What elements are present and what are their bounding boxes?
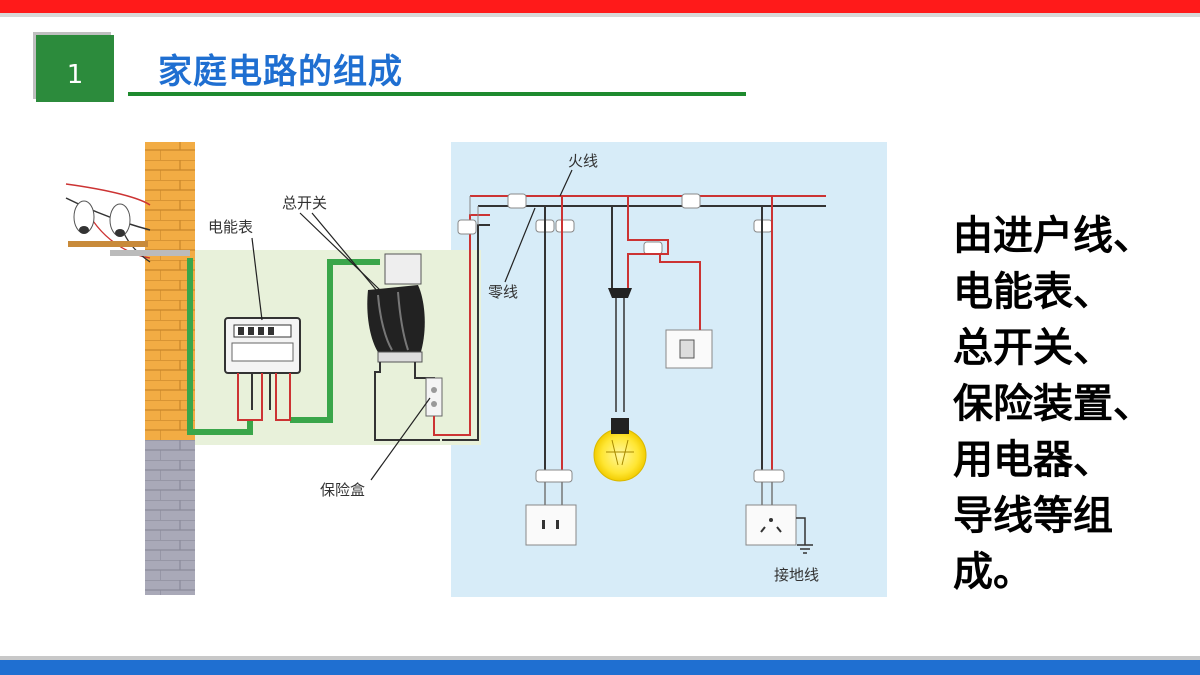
top-red-bar (0, 0, 1200, 17)
fuse-box-label: 保险盒 (320, 481, 365, 499)
description-line: 总开关、 (953, 325, 1113, 371)
meter-to-switch-cable (290, 259, 380, 423)
description-line: 由进户线、 (953, 213, 1153, 259)
main-switch-label: 总开关 (282, 194, 327, 212)
description-text: 由进户线、 电能表、 总开关、 保险装置、 用电器、 导线等组 成。 (953, 208, 1193, 600)
section-number-badge: 1 (36, 35, 114, 102)
light-bulb-icon (593, 418, 647, 482)
live-wire-label: 火线 (568, 152, 598, 170)
description-line: 用电器、 (953, 437, 1113, 483)
main-switch (367, 253, 440, 441)
brick-wall (145, 142, 195, 440)
neutral-wire-label: 零线 (488, 283, 518, 301)
ground-symbol-icon (796, 517, 813, 554)
electric-meter (224, 317, 301, 421)
fuse-box (425, 214, 490, 441)
section-number: 1 (66, 60, 84, 90)
room-background (451, 142, 887, 597)
title-underline (128, 92, 746, 96)
slide-title: 家庭电路的组成 (158, 52, 403, 92)
meter-label: 电能表 (208, 218, 253, 236)
description-line: 成。 (953, 549, 1033, 595)
three-pin-socket (745, 469, 797, 546)
brick-wall-lower (145, 440, 195, 595)
bottom-blue-bar (0, 656, 1200, 675)
entry-cable (187, 258, 253, 435)
description-line: 导线等组 (953, 493, 1113, 539)
light-switch (659, 254, 713, 369)
description-line: 保险装置、 (953, 381, 1153, 427)
description-line: 电能表、 (953, 269, 1113, 315)
ground-wire-label: 接地线 (774, 566, 819, 584)
wall-socket (525, 469, 577, 546)
insulator-icon (73, 200, 131, 237)
lamp-holder-icon (608, 288, 632, 298)
